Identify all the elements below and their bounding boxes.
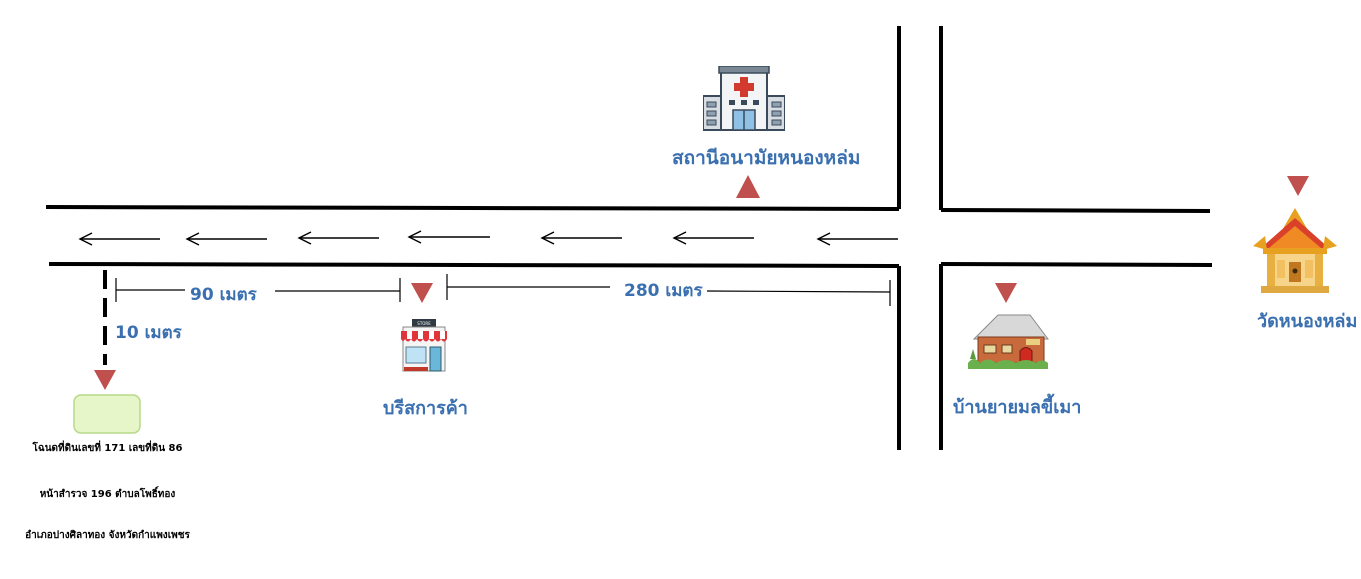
land-info-line-1: โฉนดที่ดินเลขที่ 171 เลขที่ดิน 86 xyxy=(32,443,183,454)
marker-down-icon xyxy=(94,370,116,390)
marker-down-icon xyxy=(995,283,1017,303)
arrow-left-icon xyxy=(297,231,379,245)
road-edge-top-right xyxy=(940,208,1211,213)
health-station-label: สถานีอนามัยหนองหล่ม xyxy=(672,147,861,169)
temple-label: วัดหนองหล่ม xyxy=(1257,311,1358,332)
arrow-left-icon xyxy=(78,232,160,246)
direction-arrows xyxy=(78,230,898,246)
land-plot xyxy=(73,394,141,434)
house-label: บ้านยายมลขี้เมา xyxy=(953,397,1082,418)
road-edge-bottom-left xyxy=(48,262,900,268)
temple-icon xyxy=(1253,208,1337,293)
marker-up-icon xyxy=(736,175,760,198)
distance-90-label: 90 เมตร xyxy=(190,285,257,305)
store-label: บรีสการค้า xyxy=(383,398,468,419)
measure-280 xyxy=(446,274,891,306)
road-edge-bottom-right xyxy=(940,262,1213,267)
hospital-icon xyxy=(703,66,785,131)
arrow-left-icon xyxy=(407,230,490,244)
arrow-left-icon xyxy=(672,231,754,245)
land-info-line-3: อำเภอปางศิลาทอง จังหวัดกำแพงเพชร xyxy=(25,530,190,541)
marker-down-icon xyxy=(1287,176,1309,196)
distance-10-label: 10 เมตร xyxy=(115,323,182,343)
land-info-line-2: หน้าสำรวจ 196 ตำบลโพธิ์ทอง xyxy=(39,489,176,500)
arrow-left-icon xyxy=(540,231,622,245)
road-edge-top-left xyxy=(45,205,900,211)
svg-text:STORE: STORE xyxy=(417,321,431,326)
distance-280-label: 280 เมตร xyxy=(624,281,703,301)
store-icon: STORE xyxy=(401,319,447,372)
house-icon xyxy=(968,314,1049,369)
arrow-left-icon xyxy=(816,232,898,246)
measure-90 xyxy=(115,278,401,302)
arrow-left-icon xyxy=(185,232,267,246)
marker-down-icon xyxy=(411,283,433,303)
